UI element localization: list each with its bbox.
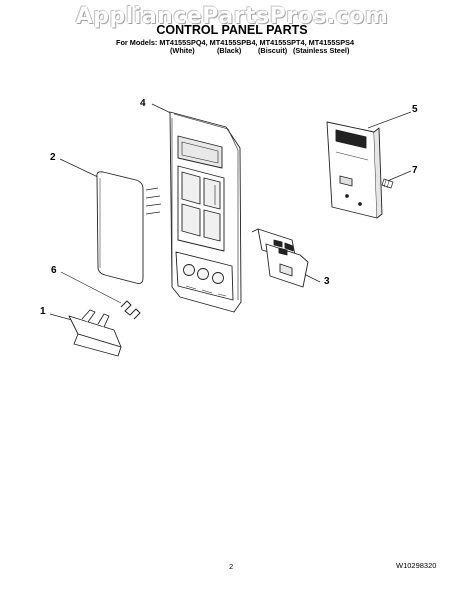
watermark-logo: AppliancePartsPros.com — [75, 4, 389, 29]
callout-7: 7 — [412, 165, 418, 176]
document-code: W10298320 — [396, 561, 437, 570]
part-1-door-release-button — [68, 309, 122, 357]
part-5-control-board — [326, 121, 383, 219]
callout-1: 1 — [40, 306, 46, 317]
callout-5: 5 — [412, 104, 418, 115]
finish-white: (White) — [170, 46, 195, 55]
callout-4: 4 — [140, 98, 146, 109]
part-6-spring — [120, 300, 141, 320]
callout-3: 3 — [324, 276, 330, 287]
finish-stainless: (Stainless Steel) — [293, 46, 350, 55]
finish-black: (Black) — [217, 46, 242, 55]
part-4-control-panel-frame — [169, 111, 242, 313]
part-3-latch-bracket — [251, 228, 309, 288]
part-2-overlay-panel — [96, 171, 162, 284]
finish-biscuit: (Biscuit) — [258, 46, 288, 55]
page-number: 2 — [229, 562, 234, 571]
callout-6: 6 — [51, 265, 57, 276]
callout-2: 2 — [50, 152, 56, 163]
models-line: For Models: MT4155SPQ4, MT4155SPB4, MT41… — [116, 38, 355, 47]
part-7-screw — [381, 178, 394, 189]
page-title: CONTROL PANEL PARTS — [156, 23, 308, 37]
